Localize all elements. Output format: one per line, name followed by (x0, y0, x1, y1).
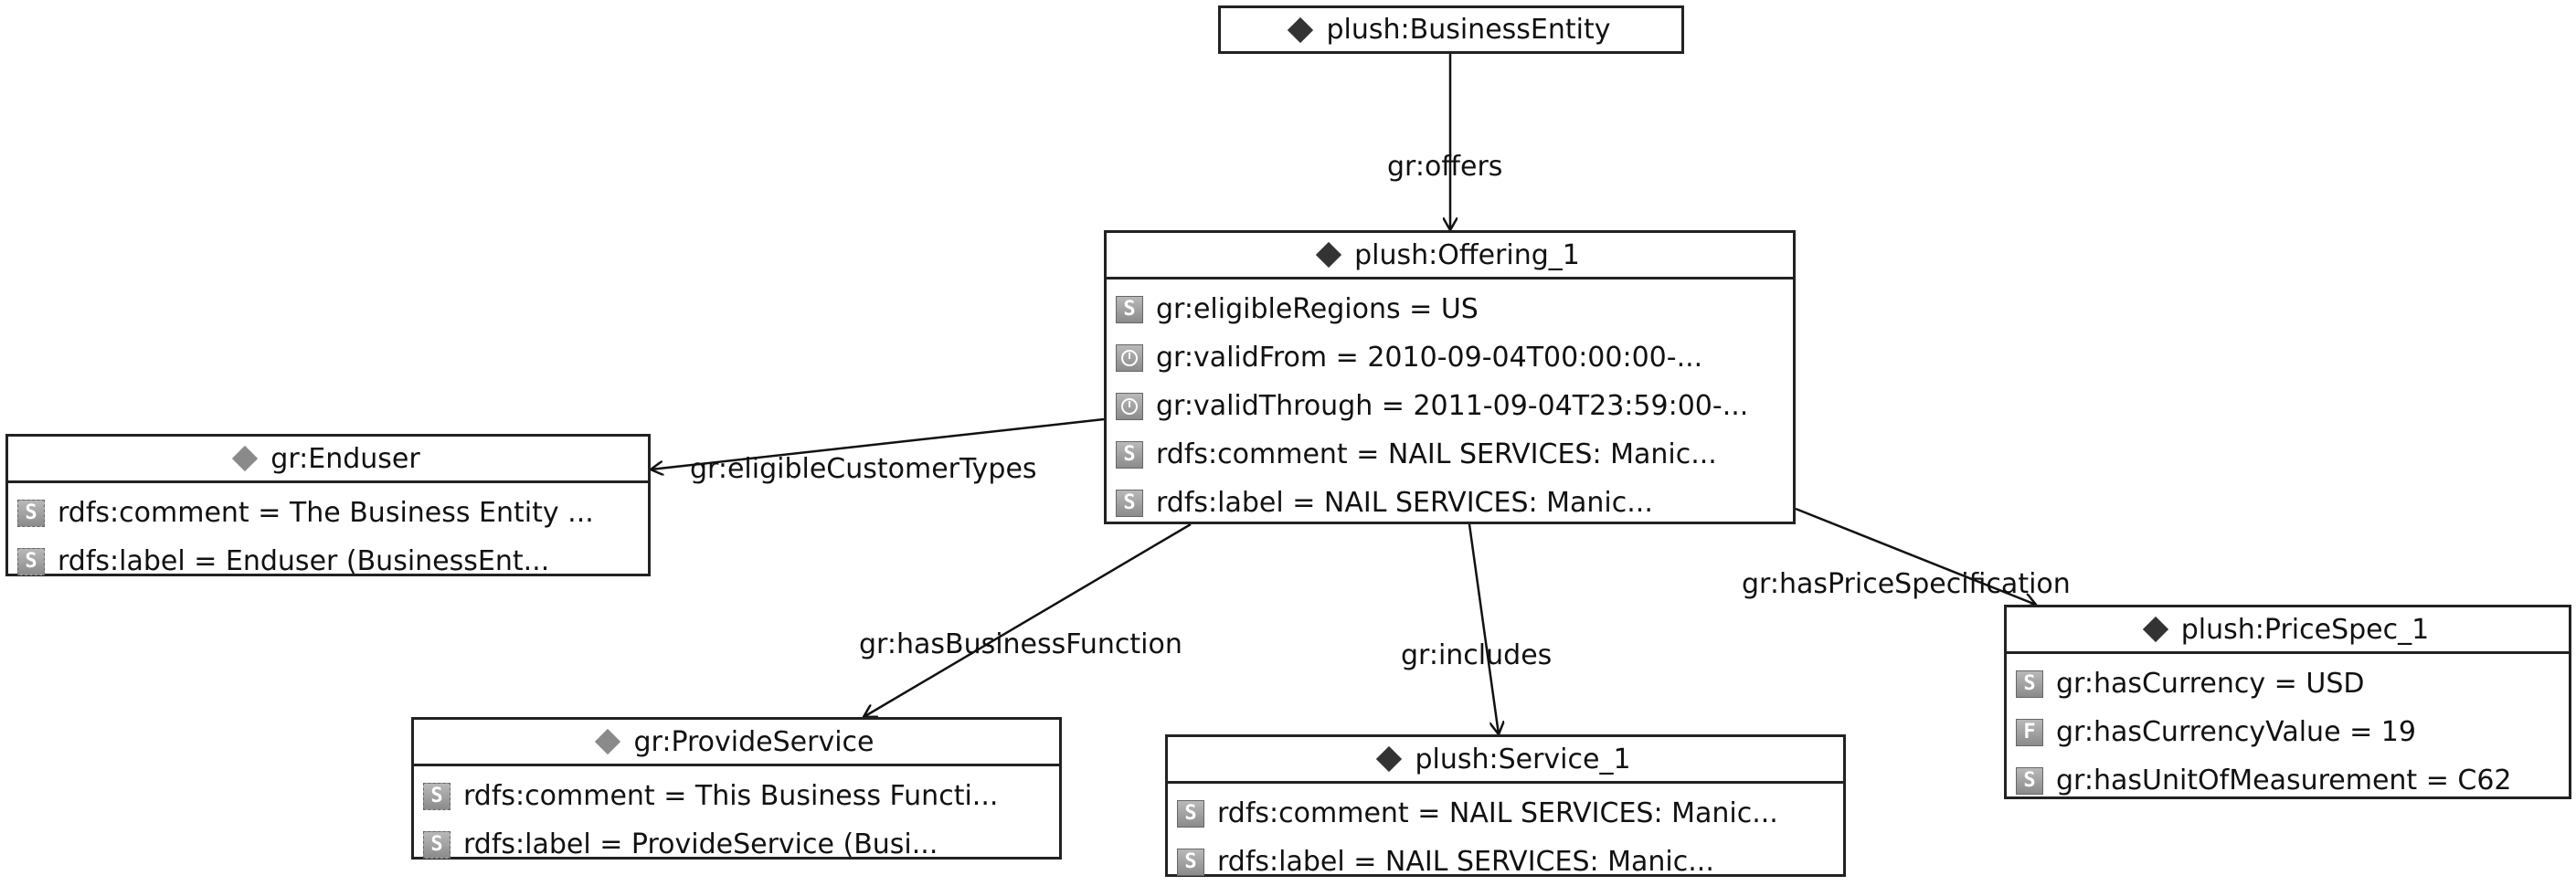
node-business-entity[interactable]: plush:BusinessEntity (1218, 5, 1684, 54)
node-title: plush:Service_1 (1415, 743, 1631, 775)
node-header: gr:Enduser (8, 437, 648, 483)
edge-label-eligible-customer-types: gr:eligibleCustomerTypes (690, 453, 1037, 485)
edge-eligible-customer-types (651, 417, 1105, 469)
edge-includes (1468, 523, 1499, 734)
attribute-row: gr:validFrom = 2010-09-04T00:00:00-... (1116, 333, 1793, 382)
string-icon: S (1116, 489, 1143, 517)
node-title: plush:BusinessEntity (1326, 14, 1611, 46)
annotation-string-icon: S (423, 782, 451, 810)
datetime-icon (1116, 343, 1143, 372)
annotation-string-icon: S (423, 830, 451, 859)
node-title: plush:PriceSpec_1 (2180, 613, 2430, 646)
node-header: plush:Offering_1 (1107, 233, 1793, 280)
node-header: gr:ProvideService (414, 720, 1059, 766)
string-icon: S (2016, 670, 2043, 698)
instance-diamond-icon (1376, 745, 1403, 773)
edge-label-includes: gr:includes (1401, 639, 1553, 671)
string-icon: S (1116, 440, 1143, 469)
annotation-string-icon: S (17, 499, 45, 527)
attribute-row: gr:validThrough = 2011-09-04T23:59:00-..… (1116, 382, 1793, 430)
instance-diamond-icon (1288, 16, 1314, 43)
instance-diamond-icon (1315, 241, 1342, 269)
node-title: plush:Offering_1 (1354, 238, 1580, 271)
class-diamond-icon (595, 728, 621, 755)
node-title: gr:ProvideService (633, 725, 875, 758)
edge-label-has-business-function: gr:hasBusinessFunction (859, 628, 1182, 660)
class-diamond-icon (232, 445, 259, 472)
edge-has-price-specification (1795, 507, 2036, 605)
string-icon: S (1116, 295, 1143, 323)
edge-has-business-function (864, 522, 1192, 717)
edge-label-has-price-specification: gr:hasPriceSpecification (1742, 568, 2071, 600)
string-icon: S (1177, 848, 1204, 876)
float-icon: F (2016, 718, 2043, 746)
string-icon: S (2016, 766, 2043, 795)
node-header: plush:BusinessEntity (1221, 8, 1681, 51)
string-icon: S (1177, 799, 1204, 828)
instance-diamond-icon (2142, 616, 2168, 643)
node-header: plush:Service_1 (1168, 737, 1843, 784)
annotation-string-icon: S (17, 547, 45, 575)
edge-label-offers: gr:offers (1387, 151, 1503, 183)
node-header: plush:PriceSpec_1 (2007, 607, 2569, 654)
node-title: gr:Enduser (270, 442, 420, 475)
datetime-icon (1116, 392, 1143, 420)
